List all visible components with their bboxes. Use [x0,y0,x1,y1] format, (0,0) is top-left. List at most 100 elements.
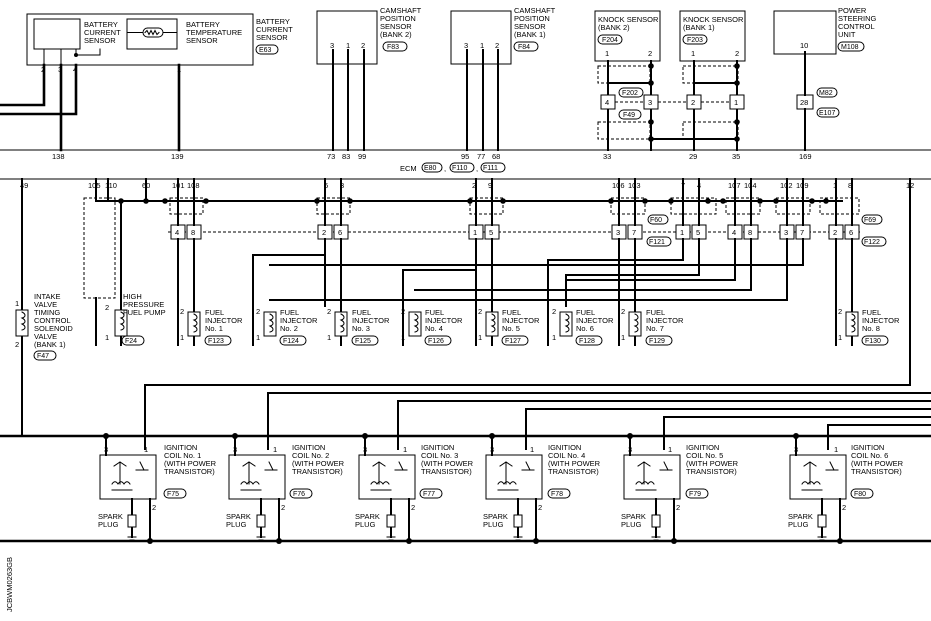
svg-text:PLUG: PLUG [621,520,642,529]
svg-text:KNOCK SENSOR: KNOCK SENSOR [683,15,744,24]
svg-text:1: 1 [403,445,407,454]
svg-text:TRANSISTOR): TRANSISTOR) [292,467,343,476]
svg-text:1: 1 [401,333,405,342]
svg-text:3: 3 [648,98,652,107]
svg-text:F126: F126 [428,338,444,345]
svg-text:1: 1 [327,333,331,342]
svg-text:SENSOR: SENSOR [514,22,546,31]
svg-text:No. 6: No. 6 [576,324,594,333]
svg-text:No. 1: No. 1 [205,324,223,333]
svg-text:2: 2 [15,340,19,349]
svg-text:UNIT: UNIT [838,30,856,39]
svg-text:No. 4: No. 4 [425,324,443,333]
svg-text:F24: F24 [125,338,137,345]
svg-text:1: 1 [256,333,260,342]
svg-text:E80: E80 [424,165,437,172]
svg-text:F124: F124 [283,338,299,345]
svg-text:F123: F123 [208,338,224,345]
ignition-coil-1: 3 1 2 IGNITION COIL No. 1 (WITH POWER TR… [98,433,217,544]
battery-outer-label: CURRENT [256,25,293,34]
svg-text:INJECTOR: INJECTOR [205,316,243,325]
svg-text:INJECTOR: INJECTOR [646,316,684,325]
svg-text:2: 2 [676,503,680,512]
svg-text:5: 5 [489,228,493,237]
battery-current-sensor: BATTERY CURRENT SENSOR BATTERY TEMPERATU… [26,13,293,74]
battery-temp-label: SENSOR [186,36,218,45]
camshaft-sensor-bank2: CAMSHAFT POSITION SENSOR (BANK 2) F83 3 … [316,6,422,65]
svg-text:3: 3 [363,445,367,454]
svg-text:F127: F127 [505,338,521,345]
svg-text:F76: F76 [293,491,305,498]
injector-symbols: 2 1 FUEL INJECTOR No. 1 F123 2 1 FUEL IN… [180,307,900,346]
svg-text:TRANSISTOR): TRANSISTOR) [686,467,737,476]
connector-id: F83 [387,44,399,51]
svg-text:INJECTOR: INJECTOR [502,316,540,325]
svg-text:FUEL: FUEL [280,308,299,317]
svg-text:F121: F121 [649,239,665,246]
svg-text:1: 1 [530,445,534,454]
svg-text:VALVE: VALVE [34,300,57,309]
svg-text:(BANK 2): (BANK 2) [598,23,630,32]
svg-text:83: 83 [342,152,350,161]
svg-text:PLUG: PLUG [483,520,504,529]
svg-text:INJECTOR: INJECTOR [425,316,463,325]
svg-text:FUEL: FUEL [646,308,665,317]
svg-text:E107: E107 [819,110,835,117]
svg-text:1: 1 [734,98,738,107]
svg-text:INJECTOR: INJECTOR [352,316,390,325]
ecm-label: ECM E80 , F110 , F111 [400,162,506,173]
svg-text:3: 3 [233,445,237,454]
figure-id: JCBWM0263GB [5,557,14,612]
svg-text:105: 105 [88,181,101,190]
battery-current-label: SENSOR [84,36,116,45]
svg-text:TRANSISTOR): TRANSISTOR) [421,467,472,476]
svg-text:8: 8 [748,228,752,237]
svg-text:F78: F78 [551,491,563,498]
ignition-coil-2: 3 1 2 IGNITION COIL No. 2 (WITH POWER TR… [226,433,345,544]
svg-text:(WITH POWER: (WITH POWER [164,459,217,468]
svg-text:SPARK: SPARK [355,512,380,521]
svg-text:9: 9 [488,181,492,190]
svg-text:FUEL: FUEL [205,308,224,317]
ignition-coil-5: 3 1 2 IGNITION COIL No. 5 (WITH POWER TR… [621,433,739,544]
svg-text:F69: F69 [864,217,876,224]
svg-text:33: 33 [603,152,611,161]
svg-text:2: 2 [361,41,365,50]
connector-id: F204 [602,37,618,44]
svg-text:TIMING: TIMING [34,308,60,317]
svg-text:INJECTOR: INJECTOR [280,316,318,325]
svg-text:ECM: ECM [400,164,417,173]
svg-text:(WITH POWER: (WITH POWER [421,459,474,468]
svg-text:2: 2 [478,307,482,316]
connector-id: E63 [259,47,272,54]
svg-text:IGNITION: IGNITION [686,443,719,452]
svg-text:1: 1 [668,445,672,454]
svg-text:1: 1 [605,49,609,58]
svg-text:SPARK: SPARK [226,512,251,521]
battery-outer-label: SENSOR [256,33,288,42]
svg-text:4: 4 [605,98,609,107]
svg-text:F79: F79 [689,491,701,498]
svg-text:(WITH POWER: (WITH POWER [548,459,601,468]
svg-text:F60: F60 [650,217,662,224]
svg-text:PRESSURE: PRESSURE [123,300,164,309]
svg-text:SPARK: SPARK [788,512,813,521]
svg-text:1: 1 [552,333,556,342]
svg-text:TRANSISTOR): TRANSISTOR) [548,467,599,476]
svg-text:3: 3 [628,445,632,454]
svg-text:1: 1 [680,228,684,237]
svg-text:F49: F49 [623,112,635,119]
svg-text:IGNITION: IGNITION [548,443,581,452]
svg-text:TRANSISTOR): TRANSISTOR) [164,467,215,476]
svg-text:2: 2 [495,41,499,50]
connector-id: F84 [518,44,530,51]
svg-text:2: 2 [648,49,652,58]
svg-text:FUEL: FUEL [352,308,371,317]
battery-temp-label: BATTERY [186,20,220,29]
svg-text:110: 110 [105,181,117,190]
svg-text:PLUG: PLUG [788,520,809,529]
svg-text:INJECTOR: INJECTOR [862,316,900,325]
svg-text:(BANK 2): (BANK 2) [380,30,412,39]
svg-text:3: 3 [490,445,494,454]
svg-text:2: 2 [105,303,109,312]
